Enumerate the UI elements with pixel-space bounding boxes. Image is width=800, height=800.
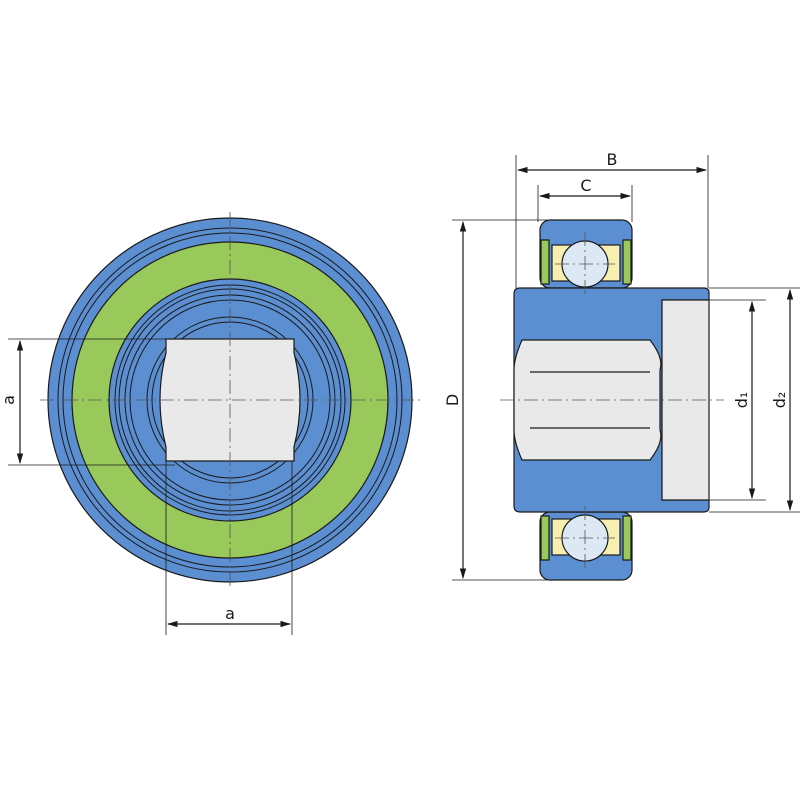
- B-label: B: [607, 150, 618, 169]
- front-view: a a: [0, 212, 420, 635]
- seal-top-left: [540, 239, 550, 285]
- C-label: C: [580, 176, 591, 195]
- d2-label: d₂: [770, 392, 789, 409]
- a-vertical-label: a: [0, 395, 18, 405]
- d1-label: d₁: [732, 392, 751, 409]
- seal-bottom-left: [540, 515, 550, 561]
- side-view: B C D d₁ d₂: [443, 150, 800, 581]
- side-bore: [513, 339, 662, 461]
- seal-bottom-right: [622, 515, 632, 561]
- D-label: D: [443, 394, 462, 406]
- seal-top-right: [622, 239, 632, 285]
- a-horizontal-label: a: [225, 604, 235, 623]
